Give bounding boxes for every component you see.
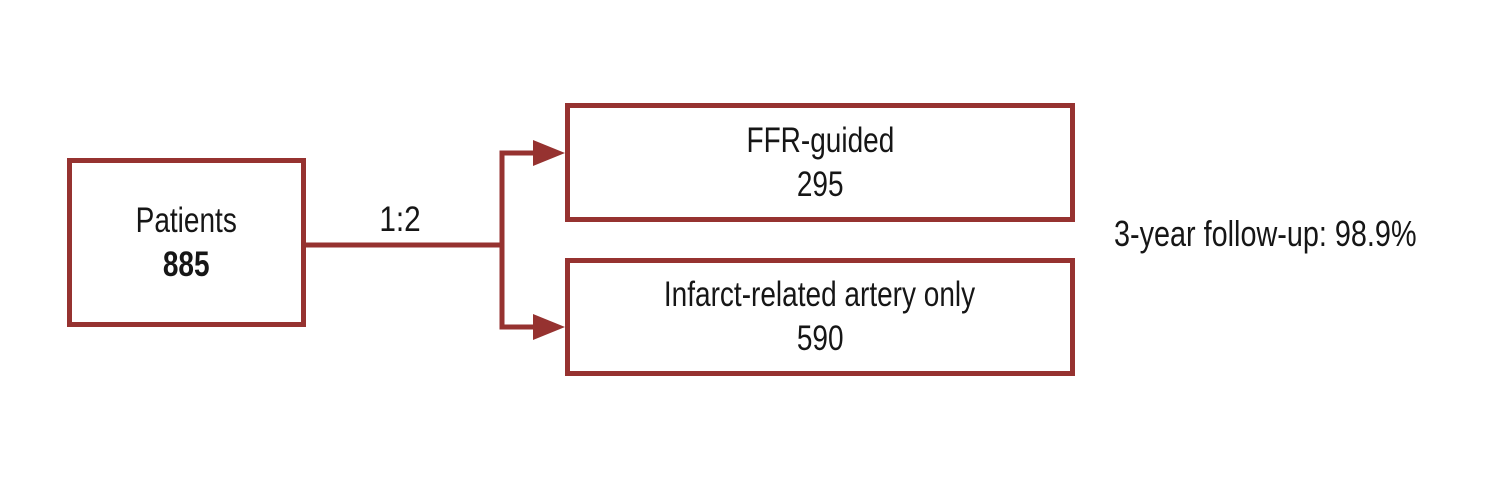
ffr-guided-label: FFR-guided bbox=[746, 120, 894, 160]
patients-box: Patients 885 bbox=[67, 158, 306, 327]
ffr-guided-count: 295 bbox=[796, 164, 844, 204]
patients-count: 885 bbox=[163, 244, 210, 284]
infarct-related-artery-label: Infarct-related artery only bbox=[664, 275, 976, 314]
followup-note: 3-year follow-up: 98.9% bbox=[1114, 213, 1417, 254]
ffr-guided-box: FFR-guided 295 bbox=[565, 103, 1075, 222]
arrowhead-bottom-icon bbox=[533, 314, 565, 340]
infarct-related-artery-box: Infarct-related artery only 590 bbox=[565, 258, 1075, 376]
patients-label: Patients bbox=[135, 200, 238, 240]
arrowhead-top-icon bbox=[533, 140, 565, 166]
randomization-ratio-label: 1:2 bbox=[379, 200, 421, 239]
infarct-related-artery-count: 590 bbox=[796, 319, 844, 358]
